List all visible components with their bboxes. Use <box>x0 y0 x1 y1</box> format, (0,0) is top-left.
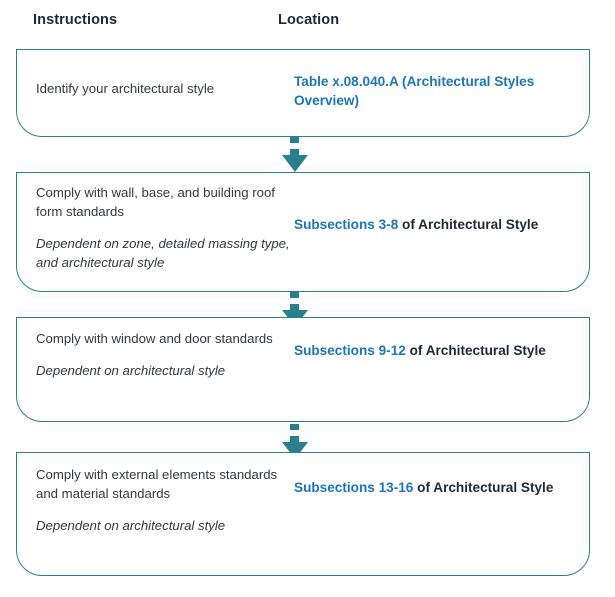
step-4-instructions-cell: Comply with external elements standards … <box>36 465 291 535</box>
step-4-location-link[interactable]: Subsections 13-16 <box>294 480 414 495</box>
column-header-location: Location <box>278 12 340 28</box>
step-2-location-tail: of Architectural Style <box>398 217 539 232</box>
step-3-location-tail: of Architectural Style <box>405 343 546 358</box>
flow-step-box-4: Comply with external elements standards … <box>16 452 590 576</box>
step-3-location-text: Subsections 9-12 of Architectural Style <box>294 341 574 360</box>
step-2-instruction-note: Dependent on zone, detailed massing type… <box>36 236 290 271</box>
step-1-instructions-cell: Identify your architectural style <box>36 79 291 98</box>
step-3-instruction-text: Comply with window and door standards <box>36 331 273 346</box>
column-headers: Instructions Location <box>0 12 615 42</box>
step-2-instructions-cell: Comply with wall, base, and building roo… <box>36 183 291 273</box>
flow-step-box-2: Comply with wall, base, and building roo… <box>16 172 590 292</box>
step-2-instruction-text: Comply with wall, base, and building roo… <box>36 185 275 220</box>
arrow-head-icon <box>282 155 308 172</box>
flow-step-box-1: Identify your architectural style Table … <box>16 49 590 137</box>
step-4-location-cell: Subsections 13-16 of Architectural Style <box>294 478 574 497</box>
step-1-location-cell: Table x.08.040.A (Architectural Styles O… <box>294 72 574 111</box>
dashed-down-arrow-icon-1 <box>282 137 308 173</box>
dashed-line-segment <box>290 424 299 443</box>
step-4-instruction-note: Dependent on architectural style <box>36 518 226 534</box>
step-1-location-text: Table x.08.040.A (Architectural Styles O… <box>294 72 574 111</box>
step-2-location-text: Subsections 3-8 of Architectural Style <box>294 215 574 234</box>
step-3-instruction-note: Dependent on architectural style <box>36 363 226 379</box>
step-3-location-link[interactable]: Subsections 9-12 <box>294 343 406 358</box>
dashed-line-segment <box>290 292 299 311</box>
step-4-instruction-text: Comply with external elements standards … <box>36 467 278 502</box>
step-4-location-tail: of Architectural Style <box>413 480 554 495</box>
step-2-location-cell: Subsections 3-8 of Architectural Style <box>294 215 574 234</box>
step-1-instruction-text: Identify your architectural style <box>36 81 215 96</box>
column-header-instructions: Instructions <box>33 12 118 28</box>
step-2-location-link[interactable]: Subsections 3-8 <box>294 217 399 232</box>
dashed-line-segment <box>290 137 299 156</box>
step-3-location-cell: Subsections 9-12 of Architectural Style <box>294 341 574 360</box>
step-4-location-text: Subsections 13-16 of Architectural Style <box>294 478 574 497</box>
step-3-instructions-cell: Comply with window and door standards De… <box>36 329 291 380</box>
flow-step-box-3: Comply with window and door standards De… <box>16 317 590 422</box>
step-1-location-link[interactable]: Table x.08.040.A (Architectural Styles O… <box>294 74 535 109</box>
